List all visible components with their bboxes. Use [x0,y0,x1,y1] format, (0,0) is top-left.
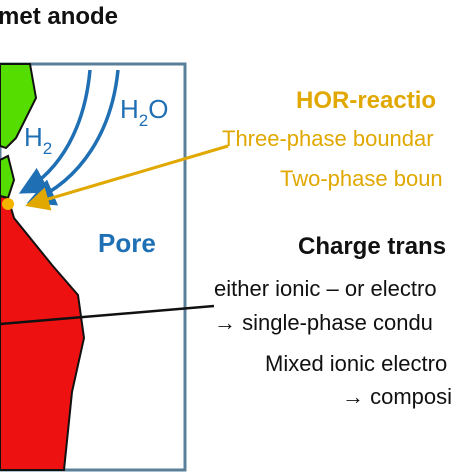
charge-line-4: → composi [342,384,452,409]
h2-label: H2 [24,122,52,158]
two-phase-text: Two-phase boun [280,166,443,191]
tpb-pointer [25,144,229,211]
diagram-title: met anode [0,3,118,30]
green-phase-lower [0,154,16,200]
charge-line-2: → single-phase condu [214,310,433,335]
three-phase-text: Three-phase boundar [222,126,434,151]
green-phase [0,63,38,150]
charge-heading: Charge trans [298,233,446,260]
h2o-label: H2O [120,94,168,130]
hor-heading: HOR-reactio [296,87,436,114]
triple-phase-point [2,198,14,210]
charge-line-3: Mixed ionic electro [265,351,447,376]
charge-pointer [0,304,215,326]
pore-label: Pore [98,228,156,258]
charge-line-1: either ionic – or electro [214,276,437,301]
